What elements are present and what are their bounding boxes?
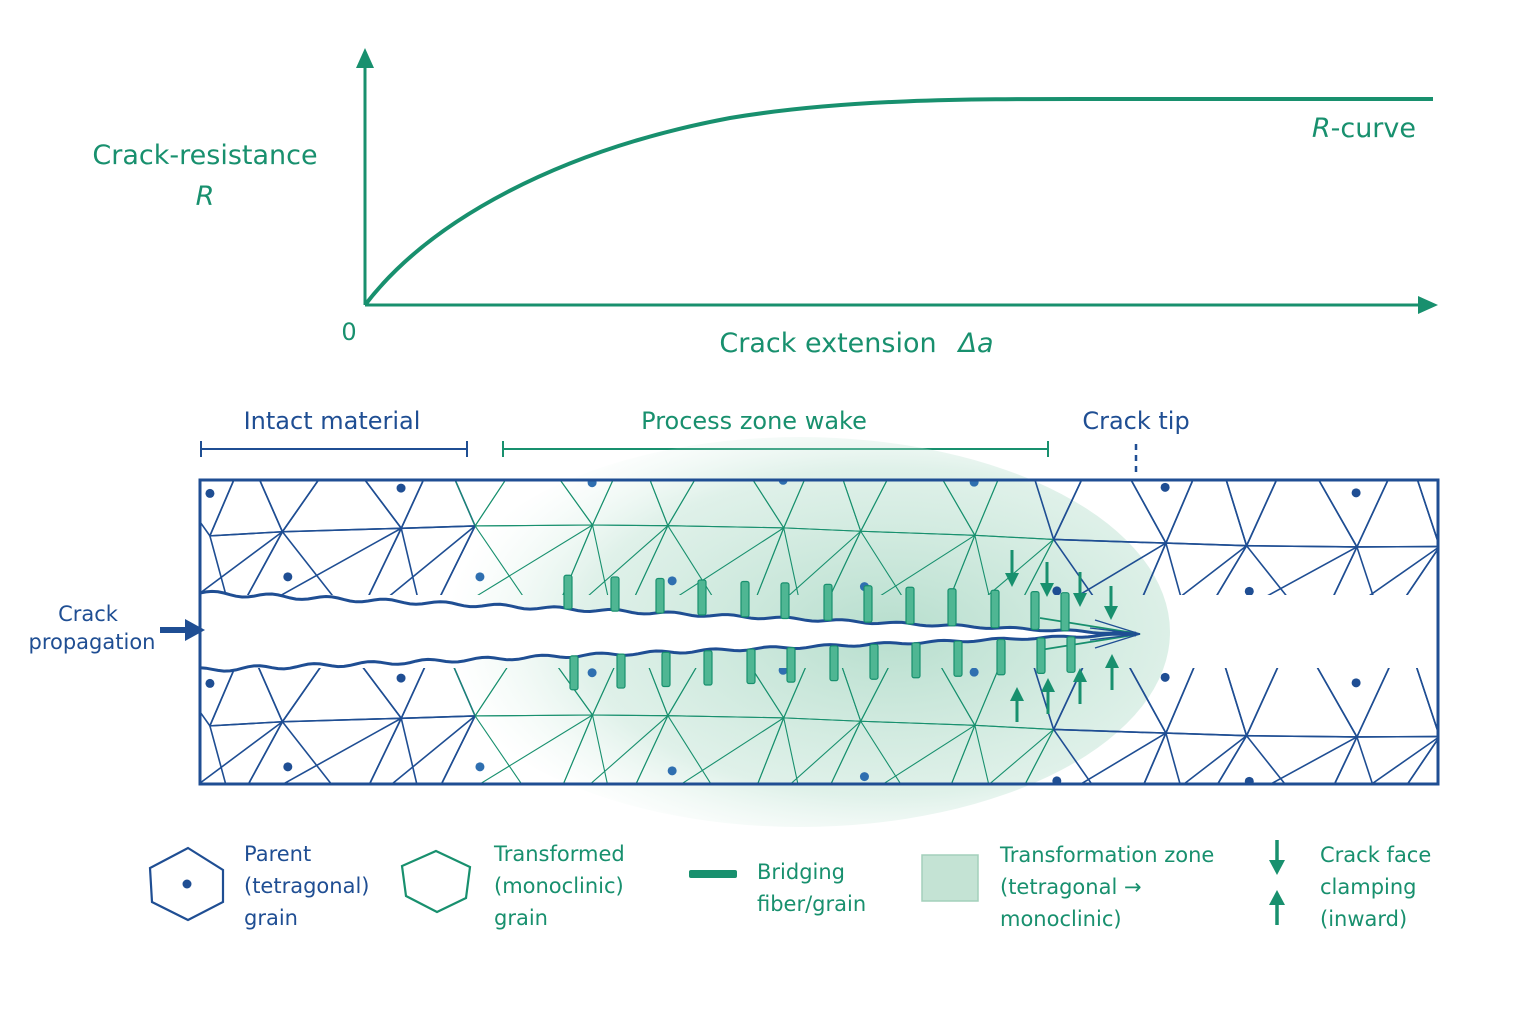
y-axis-arrow-icon bbox=[356, 48, 374, 68]
crack-tip-rays bbox=[1089, 619, 1141, 649]
legend-clamping-line1: Crack face bbox=[1320, 843, 1431, 867]
legend-zone-line2: (tetragonal → bbox=[1000, 875, 1142, 899]
crack-tip-label: Crack tip bbox=[1082, 407, 1189, 435]
x-axis-label: Crack extension bbox=[719, 328, 936, 359]
legend-zone-line1: Transformation zone bbox=[999, 843, 1214, 867]
legend-parent-line3: grain bbox=[244, 906, 298, 930]
lower-crack-face bbox=[199, 632, 1137, 673]
grains-bottom bbox=[200, 668, 1438, 784]
bridging-bar-icon bbox=[689, 870, 737, 878]
legend: Parent (tetragonal) grain Transformed (m… bbox=[148, 840, 1431, 931]
clamping-arrows bbox=[1005, 550, 1119, 722]
crack-opening bbox=[200, 591, 1140, 672]
legend-transformation-zone: Transformation zone (tetragonal → monocl… bbox=[921, 843, 1214, 931]
legend-clamping-line3: (inward) bbox=[1320, 907, 1407, 931]
intact-bracket bbox=[200, 441, 468, 457]
legend-clamping: Crack face clamping (inward) bbox=[1269, 840, 1431, 931]
upper-crack-face bbox=[199, 589, 1137, 635]
bridging-ligaments bbox=[563, 574, 1076, 691]
material-strip bbox=[198, 437, 1440, 827]
legend-transformed-line3: grain bbox=[494, 906, 548, 930]
y-axis-symbol: R bbox=[196, 181, 215, 212]
arrow-up-icon bbox=[1269, 890, 1285, 905]
legend-transformed-line2: (monoclinic) bbox=[494, 874, 624, 898]
y-axis-label: Crack-resistance bbox=[92, 140, 317, 171]
legend-clamping-line2: clamping bbox=[1320, 875, 1417, 899]
origin-label: 0 bbox=[341, 318, 356, 346]
curve-label: R-curve bbox=[1312, 113, 1416, 144]
legend-zone-line3: monoclinic) bbox=[1000, 907, 1122, 931]
curve-label-rest: -curve bbox=[1331, 113, 1416, 144]
curve-label-italic: R bbox=[1312, 113, 1331, 144]
propagation-label-line2: propagation bbox=[29, 630, 156, 654]
r-curve-line bbox=[363, 96, 1433, 307]
intact-material-label: Intact material bbox=[244, 407, 421, 435]
legend-bridging-line2: fiber/grain bbox=[757, 892, 866, 916]
x-axis-symbol: Δa bbox=[956, 328, 993, 359]
arrow-down-icon bbox=[1269, 860, 1285, 875]
grains-top bbox=[200, 480, 1438, 595]
arrow-right-icon bbox=[185, 619, 205, 641]
legend-parent-line1: Parent bbox=[244, 842, 311, 866]
legend-transformed-grain: Transformed (monoclinic) grain bbox=[400, 842, 625, 930]
process-zone-wake-label: Process zone wake bbox=[641, 407, 867, 435]
grain-nucleus-icon bbox=[182, 879, 192, 889]
transformed-grain-icon bbox=[400, 849, 472, 914]
x-axis-arrow-icon bbox=[1418, 296, 1438, 314]
legend-parent-line2: (tetragonal) bbox=[244, 874, 369, 898]
section-labels: Intact material Process zone wake Crack … bbox=[200, 407, 1190, 472]
r-curve-graph: Crack-resistance R 0 Crack extension Δa … bbox=[92, 48, 1438, 359]
crack-propagation-indicator: Crack propagation bbox=[29, 602, 205, 654]
legend-transformed-line1: Transformed bbox=[493, 842, 625, 866]
zone-swatch-icon bbox=[921, 854, 979, 902]
legend-parent-grain: Parent (tetragonal) grain bbox=[148, 842, 369, 930]
legend-bridging-line1: Bridging bbox=[757, 860, 845, 884]
legend-bridging: Bridging fiber/grain bbox=[689, 860, 866, 916]
propagation-label-line1: Crack bbox=[58, 602, 119, 626]
